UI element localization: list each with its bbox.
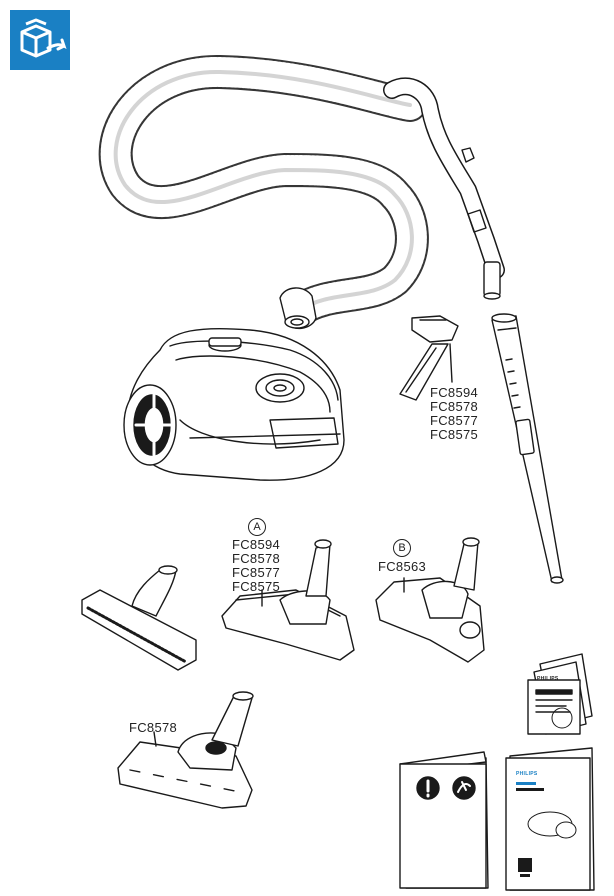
parquet-brush [81,565,197,671]
accessory-model-list: FC8594 FC8578 FC8577 FC8575 [430,386,478,441]
hose-connector [279,287,317,329]
nozzle-a-model-list: FC8594 FC8578 FC8577 FC8575 [232,538,280,593]
nozzle-b [375,537,485,663]
model-label: FC8575 [232,579,281,594]
user-manual [505,747,595,891]
nozzle-a [221,539,355,661]
hose [98,54,429,327]
booklet-brand: PHILIPS [537,676,559,682]
turbo-nozzle-model: FC8578 [129,720,178,735]
model-label: FC8578 [430,399,479,414]
model-label: FC8577 [232,565,281,580]
nozzle-b-model: FC8563 [378,559,427,574]
hose-handle [383,77,505,300]
nozzle-b-marker: B [393,539,411,557]
small-accessories [399,315,459,401]
nozzle-a-marker: A [248,518,266,536]
vacuum-body [123,327,345,481]
model-label: FC8594 [430,385,479,400]
telescopic-tube [491,313,564,584]
turbo-nozzle [117,691,254,809]
model-label: FC8575 [430,427,479,442]
safety-leaflet [399,751,489,889]
booklet-stack [527,653,593,735]
manual-brand: PHILIPS [516,771,538,777]
model-label: FC8577 [430,413,479,428]
unboxing-icon [10,10,70,70]
model-label: FC8578 [232,551,281,566]
model-label: FC8594 [232,537,281,552]
